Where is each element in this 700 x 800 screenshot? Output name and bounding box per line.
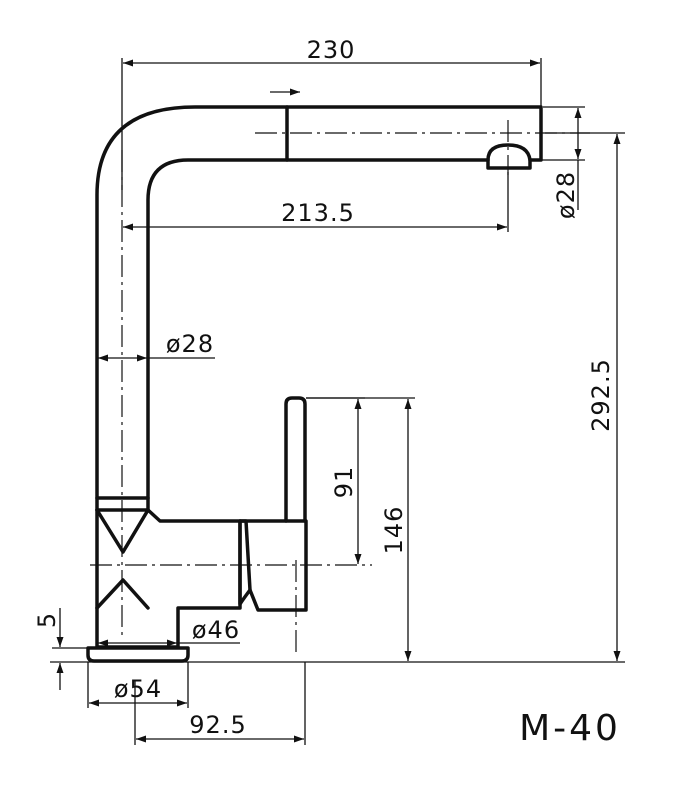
- model-code: M-40: [519, 708, 621, 749]
- dim-handle-height: 91: [330, 466, 358, 499]
- faucet-outline: [86, 105, 543, 663]
- cartridge-housing: [238, 519, 308, 612]
- swivel-mark-lower: [95, 578, 150, 610]
- dim-body-diameter: ø46: [192, 616, 240, 644]
- dim-base-height: 5: [33, 612, 61, 628]
- swivel-mark-upper: [95, 508, 150, 554]
- dim-aerator-reach: 213.5: [281, 199, 355, 227]
- lever-handle: [284, 396, 307, 523]
- dim-spout-diameter: ø28: [166, 330, 214, 358]
- dim-total-height: 292.5: [587, 358, 615, 432]
- spout-outer-contour: [95, 105, 543, 500]
- dim-body-height: 146: [380, 506, 408, 555]
- aerator: [486, 143, 532, 170]
- center-lines: [90, 120, 590, 655]
- base-flange: [86, 646, 190, 663]
- dim-handle-offset: 92.5: [189, 711, 246, 739]
- spout-inner-contour: [146, 158, 490, 500]
- dim-spout-reach: 230: [307, 36, 356, 64]
- dim-outlet-diameter: ø28: [552, 171, 580, 219]
- cartridge-bevel: [238, 519, 252, 592]
- dimension-labels: 230 213.5 ø28 292.5 ø28 91 146 ø46 5 ø54…: [33, 36, 615, 739]
- dimension-lines: [50, 58, 625, 745]
- dim-base-diameter: ø54: [114, 675, 162, 703]
